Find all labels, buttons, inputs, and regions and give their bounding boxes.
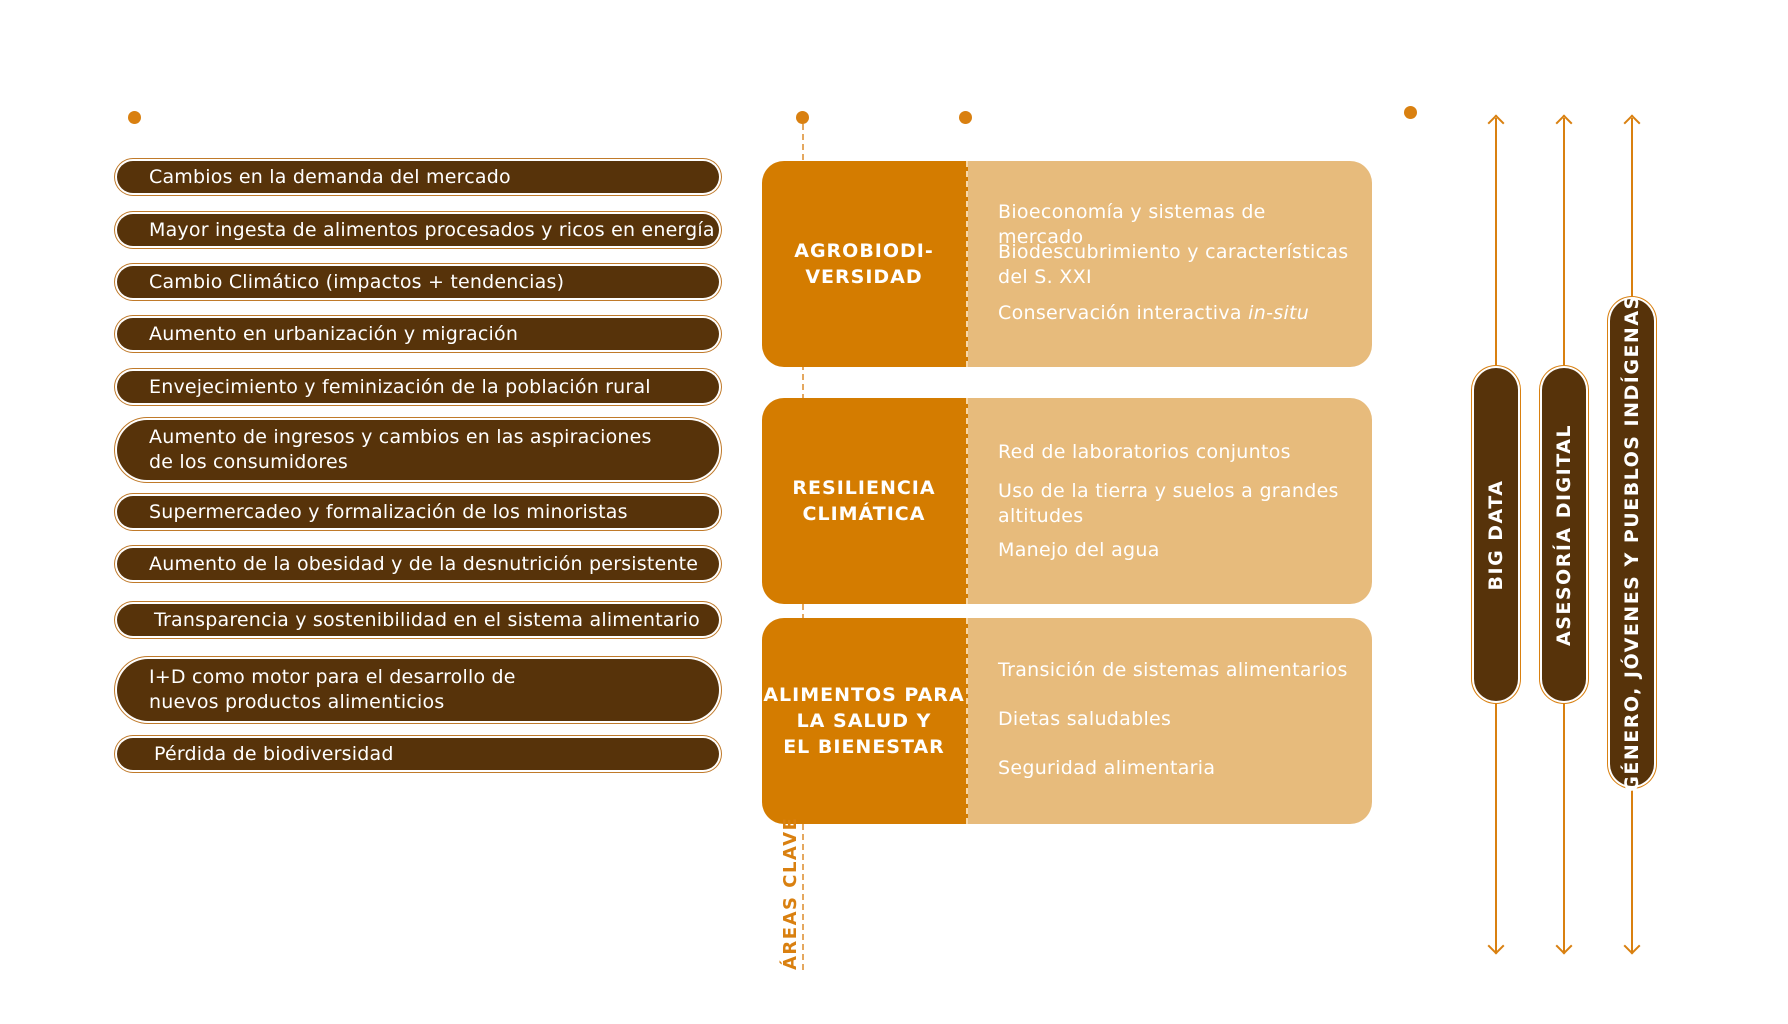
arrow-down-icon bbox=[1555, 937, 1573, 955]
column-marker-dot bbox=[1404, 106, 1417, 119]
cross-cutting-label: ASESORÍA DIGITAL bbox=[1553, 423, 1575, 646]
column-marker-dot bbox=[128, 111, 141, 124]
key-area-item: Uso de la tierra y suelos a grandes alti… bbox=[998, 480, 1339, 527]
key-area-item: Red de laboratorios conjuntos bbox=[998, 441, 1291, 463]
trend-label: Supermercadeo y formalización de los min… bbox=[149, 500, 628, 523]
cross-cutting-label: GÉNERO, JÓVENES Y PUEBLOS INDÍGENAS bbox=[1621, 293, 1643, 792]
trend-label: Aumento de ingresos y cambios en las asp… bbox=[149, 426, 652, 473]
arrow-up-icon bbox=[1623, 114, 1641, 132]
key-area-title: ALIMENTOS PARA LA SALUD Y EL BIENESTAR bbox=[762, 618, 968, 824]
trend-label: Transparencia y sostenibilidad en el sis… bbox=[154, 608, 700, 631]
key-area-title: AGROBIODI- VERSIDAD bbox=[762, 161, 968, 367]
trend-pill: Pérdida de biodiversidad bbox=[117, 738, 719, 770]
trend-label: Pérdida de biodiversidad bbox=[154, 742, 394, 765]
trend-pill: Supermercadeo y formalización de los min… bbox=[117, 496, 719, 528]
trend-pill: Cambio Climático (impactos + tendencias) bbox=[117, 266, 719, 298]
arrow-down-icon bbox=[1487, 937, 1505, 955]
key-area-item: Dietas saludables bbox=[998, 708, 1172, 730]
cross-cutting-genero: GÉNERO, JÓVENES Y PUEBLOS INDÍGENAS bbox=[1610, 294, 1654, 791]
key-area-item: Transición de sistemas alimentarios bbox=[998, 659, 1348, 681]
key-area-item: Biodescubrimiento y características del … bbox=[998, 241, 1349, 288]
areas-axis-label-text: ÁREAS CLAVE bbox=[780, 816, 801, 970]
key-area-item: Manejo del agua bbox=[998, 539, 1160, 561]
trend-pill: Aumento de ingresos y cambios en las asp… bbox=[117, 420, 719, 480]
key-area-title: RESILIENCIA CLIMÁTICA bbox=[762, 398, 968, 604]
arrow-up-icon bbox=[1555, 114, 1573, 132]
trend-label: Aumento de la obesidad y de la desnutric… bbox=[149, 552, 699, 575]
trend-label: Cambios en la demanda del mercado bbox=[149, 165, 511, 188]
cross-cutting-asesoria-digital: ASESORÍA DIGITAL bbox=[1542, 368, 1586, 701]
key-area-item: Conservación interactiva in-situ bbox=[998, 302, 1310, 324]
trend-label: Mayor ingesta de alimentos procesados y … bbox=[149, 218, 715, 241]
key-area-items: Red de laboratorios conjuntos Uso de la … bbox=[968, 398, 1372, 604]
trend-label: Cambio Climático (impactos + tendencias) bbox=[149, 270, 565, 293]
key-area-items: Transición de sistemas alimentarios Diet… bbox=[968, 618, 1372, 824]
key-area-alimentos: ALIMENTOS PARA LA SALUD Y EL BIENESTAR T… bbox=[762, 618, 1372, 824]
key-area-item: Seguridad alimentaria bbox=[998, 757, 1216, 779]
trend-pill: Aumento de la obesidad y de la desnutric… bbox=[117, 548, 719, 580]
trend-pill: Mayor ingesta de alimentos procesados y … bbox=[117, 214, 719, 246]
trend-pill: Cambios en la demanda del mercado bbox=[117, 161, 719, 193]
trend-label: Envejecimiento y feminización de la pobl… bbox=[149, 375, 651, 398]
arrow-up-icon bbox=[1487, 114, 1505, 132]
trend-pill: Envejecimiento y feminización de la pobl… bbox=[117, 371, 719, 403]
key-area-item: Bioeconomía y sistemas de mercado bbox=[998, 201, 1266, 248]
italic-term: in-situ bbox=[1248, 302, 1310, 324]
key-area-agrobiodiversidad: AGROBIODI- VERSIDAD Bioeconomía y sistem… bbox=[762, 161, 1372, 367]
trend-label: I+D como motor para el desarrollo de nue… bbox=[149, 666, 516, 713]
column-marker-dot bbox=[796, 111, 809, 124]
column-marker-dot bbox=[959, 111, 972, 124]
cross-cutting-label: BIG DATA bbox=[1485, 479, 1507, 590]
trend-label: Aumento en urbanización y migración bbox=[149, 322, 519, 345]
trend-pill: Aumento en urbanización y migración bbox=[117, 318, 719, 350]
trend-pill: I+D como motor para el desarrollo de nue… bbox=[117, 659, 719, 721]
cross-cutting-big-data: BIG DATA bbox=[1474, 368, 1518, 701]
arrow-down-icon bbox=[1623, 937, 1641, 955]
key-area-items: Bioeconomía y sistemas de mercado Biodes… bbox=[968, 161, 1372, 367]
key-area-resiliencia: RESILIENCIA CLIMÁTICA Red de laboratorio… bbox=[762, 398, 1372, 604]
trend-pill: Transparencia y sostenibilidad en el sis… bbox=[117, 604, 719, 636]
